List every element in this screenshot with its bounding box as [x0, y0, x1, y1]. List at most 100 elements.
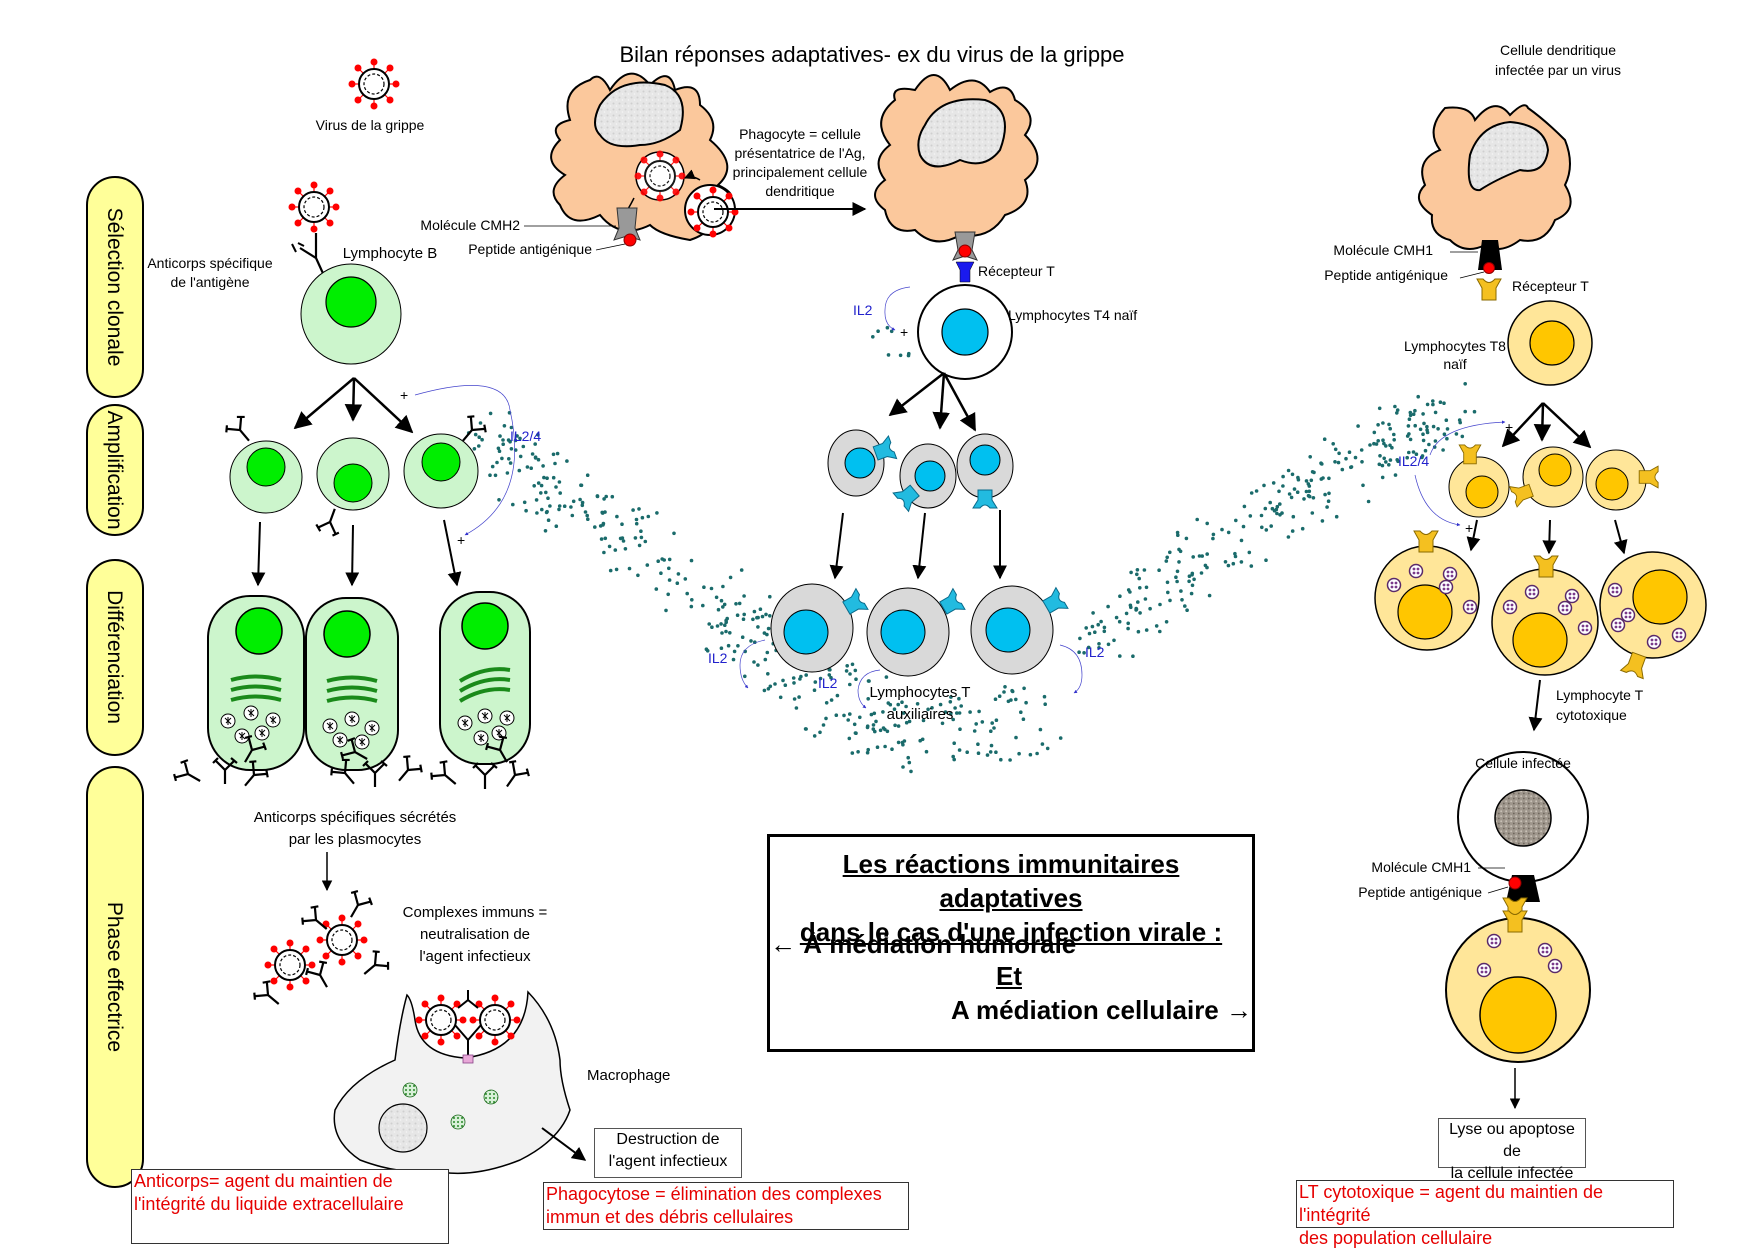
- differentiation-arrows: [251, 519, 462, 587]
- cytokine-dot: [1091, 611, 1095, 615]
- cytokine-dot: [593, 525, 597, 529]
- cytokine-dot: [821, 723, 826, 727]
- cmh1-label: Molécule CMH1: [1371, 859, 1471, 875]
- cytokine-dot: [909, 769, 913, 774]
- cytokine-dot: [1136, 600, 1140, 604]
- t8-naive-label: Lymphocytes T8: [1404, 338, 1506, 354]
- cytokine-dot: [871, 723, 876, 727]
- cytokine-dot: [766, 672, 770, 676]
- cytokine-dot: [901, 742, 905, 747]
- cytotoxic-t-cells: [1374, 530, 1707, 680]
- cytokine-dot: [1003, 685, 1007, 689]
- cytokine-dot: [1454, 432, 1459, 436]
- cytokine-dot: [1099, 619, 1103, 624]
- cytokine-dot: [545, 476, 549, 481]
- cytokine-dot: [1126, 621, 1130, 626]
- cytokine-dot: [580, 503, 585, 508]
- cytokine-dot: [876, 329, 880, 334]
- phase-label: Sélection clonale: [103, 208, 126, 367]
- cytokine-dot: [562, 504, 567, 509]
- cytokine-dot: [1407, 450, 1411, 455]
- cytokine-dot: [848, 672, 852, 676]
- cytokine-dot: [1102, 629, 1107, 634]
- cytokine-dot: [918, 738, 922, 743]
- humoral-branch: Virus de la grippe Anticorps spécifique …: [147, 57, 670, 1175]
- cytokine-dot: [758, 607, 763, 611]
- cytokine-dot: [803, 727, 808, 731]
- t-receptor-label: Récepteur T: [1512, 278, 1589, 294]
- cytokine-dots: [459, 325, 1477, 774]
- cytokine-dot: [551, 475, 556, 480]
- cytokine-dot: [535, 511, 539, 515]
- cytokine-dot: [1017, 751, 1021, 756]
- cmh2-label: Molécule CMH2: [420, 217, 520, 233]
- cytokine-dot: [878, 728, 883, 733]
- cytokine-dot: [495, 460, 499, 465]
- cytokine-dot: [1178, 549, 1183, 554]
- cytokine-dot: [1331, 442, 1335, 446]
- phase-label: Différenciation: [103, 590, 126, 724]
- cytokine-dot: [924, 749, 929, 754]
- cytokine-dot: [740, 635, 745, 639]
- cytokine-dot: [888, 702, 893, 707]
- cytokine-dot: [1093, 630, 1097, 634]
- t8-clone-arrows: [1501, 402, 1592, 449]
- cytokine-dot: [1190, 583, 1195, 588]
- cytokine-dot: [866, 679, 871, 683]
- cytokine-dot: [1043, 702, 1047, 706]
- cytokine-dot: [707, 622, 711, 626]
- cytokine-dot: [1176, 533, 1180, 537]
- antibody-conclusion-box: Anticorps= agent du maintien de l'intégr…: [131, 1169, 449, 1244]
- cytokine-dot: [571, 499, 576, 504]
- cytokine-dot: [1423, 448, 1428, 453]
- cytokine-dot: [1078, 636, 1082, 641]
- cytokine-dot: [640, 515, 645, 520]
- cytokine-dot: [1142, 568, 1147, 572]
- cytokine-dot: [689, 558, 694, 563]
- cytokine-dot: [1118, 654, 1122, 658]
- virus-label: Virus de la grippe: [316, 117, 425, 133]
- summary-and: Et: [996, 961, 1022, 991]
- cytokine-dot: [865, 725, 870, 730]
- macrophage: [333, 990, 571, 1175]
- cytokine-dot: [794, 706, 799, 710]
- cytokine-dot: [1242, 504, 1247, 509]
- b-clone-cells: [221, 411, 491, 539]
- cytokine-dot: [1264, 558, 1268, 562]
- cytokine-dot: [1296, 475, 1300, 480]
- cytokine-dot: [1278, 502, 1282, 506]
- cytokine-dot: [896, 724, 901, 728]
- cytokine-dot: [948, 700, 953, 704]
- cytokine-dot: [1138, 611, 1142, 615]
- cytokine-dot: [844, 669, 849, 673]
- cytokine-dot: [1129, 570, 1133, 575]
- cytokine-dot: [517, 468, 522, 473]
- cytokine-dot: [1102, 625, 1107, 630]
- cytokine-dot: [792, 681, 796, 685]
- cytokine-dot: [743, 674, 747, 679]
- cytokine-dot: [818, 730, 822, 735]
- plus-sign: +: [1505, 419, 1513, 435]
- cytokine-dot: [1292, 487, 1297, 491]
- cytokine-dot: [901, 711, 906, 715]
- cytokine-dot: [1411, 450, 1416, 454]
- il2-label: IL2: [708, 650, 728, 666]
- cytokine-dot: [952, 757, 956, 762]
- cytokine-dot: [1420, 455, 1424, 460]
- cytokine-dot: [557, 507, 561, 512]
- cytokine-dot: [532, 484, 536, 488]
- cytokine-dot: [1174, 575, 1178, 579]
- cytokine-dot: [915, 702, 920, 706]
- cytokine-dot: [835, 693, 840, 698]
- cytokine-dot: [1304, 489, 1309, 494]
- cytokine-dot: [1432, 445, 1437, 449]
- cytokine-dot: [1138, 586, 1142, 590]
- cytokine-dot: [1325, 505, 1329, 509]
- antibody-label: de l'antigène: [171, 274, 250, 290]
- cytokine-dot: [554, 524, 559, 528]
- phase-amplification: Amplification: [86, 404, 144, 536]
- cytokine-dot: [496, 446, 501, 451]
- cytokine-dot: [539, 483, 544, 488]
- cytokine-dot: [1381, 438, 1385, 443]
- cytokine-dot: [898, 353, 903, 358]
